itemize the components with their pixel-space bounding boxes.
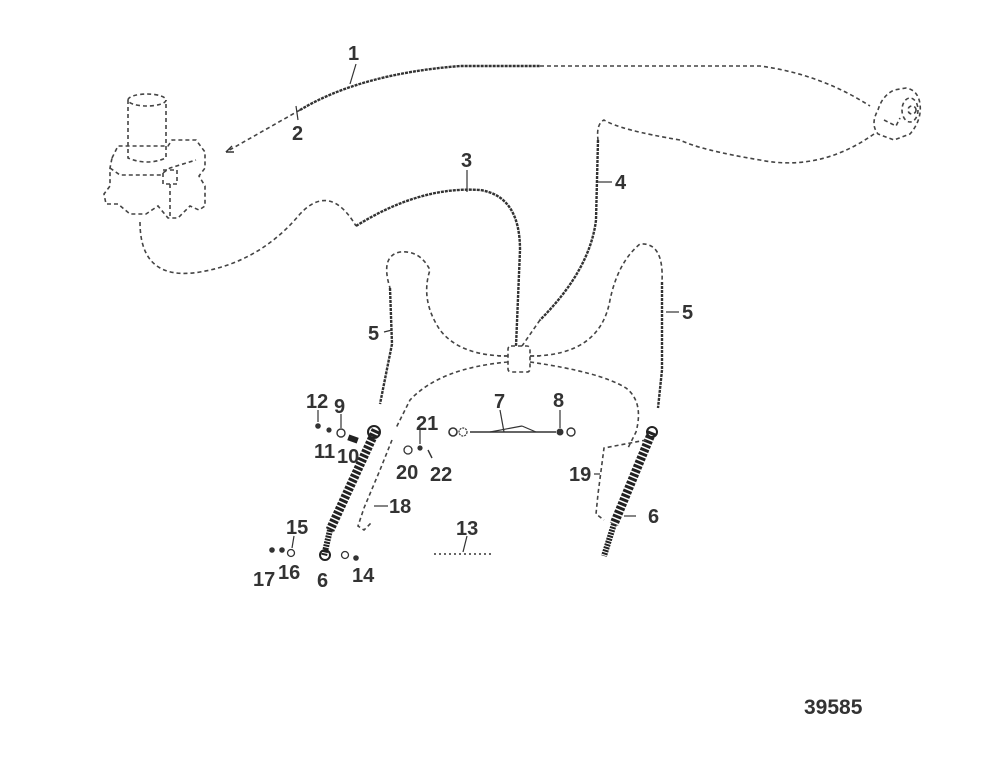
- callout-5-left: 5: [368, 323, 379, 345]
- hose-5-left: [378, 251, 509, 429]
- hose-4: [521, 119, 681, 347]
- trim-cylinder-left: [319, 425, 381, 561]
- hardware-cluster-lower: [269, 547, 359, 561]
- cross-tube-7: [448, 427, 576, 437]
- trim-cylinder-right: [601, 426, 658, 557]
- hardware-cluster-middle: [403, 445, 433, 459]
- callout-14: 14: [352, 565, 375, 587]
- callout-4: 4: [615, 172, 627, 194]
- callout-18: 18: [389, 496, 411, 518]
- bracket-18: [357, 439, 393, 532]
- callout-1: 1: [348, 43, 359, 65]
- hardware-cluster-upper: [315, 423, 359, 444]
- callout-6-right: 6: [648, 506, 659, 528]
- callout-19: 19: [569, 464, 591, 486]
- callout-8: 8: [553, 390, 564, 412]
- callout-9: 9: [334, 396, 345, 418]
- trim-sender: [873, 87, 922, 141]
- callout-labels: 1 2 3 4 5 5 6 6 7 8 9 10 11 12 13 14 15 …: [253, 43, 693, 592]
- harness-top: [225, 64, 875, 164]
- callout-17: 17: [253, 569, 275, 591]
- callout-16: 16: [278, 562, 300, 584]
- hose-5-right: [529, 243, 664, 449]
- callout-10: 10: [337, 446, 359, 468]
- callout-22: 22: [430, 464, 452, 486]
- callout-11: 11: [314, 441, 335, 463]
- callout-7: 7: [494, 391, 505, 413]
- leader-lines: [291, 63, 679, 553]
- manifold-block: [498, 345, 540, 373]
- figure-number: 39585: [804, 696, 863, 719]
- callout-12: 12: [306, 391, 328, 413]
- pump-reservoir: [103, 93, 206, 219]
- callout-3: 3: [461, 150, 472, 172]
- callout-20: 20: [396, 462, 418, 484]
- callout-5-right: 5: [682, 302, 693, 324]
- callout-13: 13: [456, 518, 478, 540]
- callout-6-left: 6: [317, 570, 328, 592]
- hose-3: [139, 188, 522, 347]
- callout-15: 15: [286, 517, 308, 539]
- callout-2: 2: [292, 123, 303, 145]
- bracket-19: [595, 439, 647, 521]
- callout-21: 21: [416, 413, 438, 435]
